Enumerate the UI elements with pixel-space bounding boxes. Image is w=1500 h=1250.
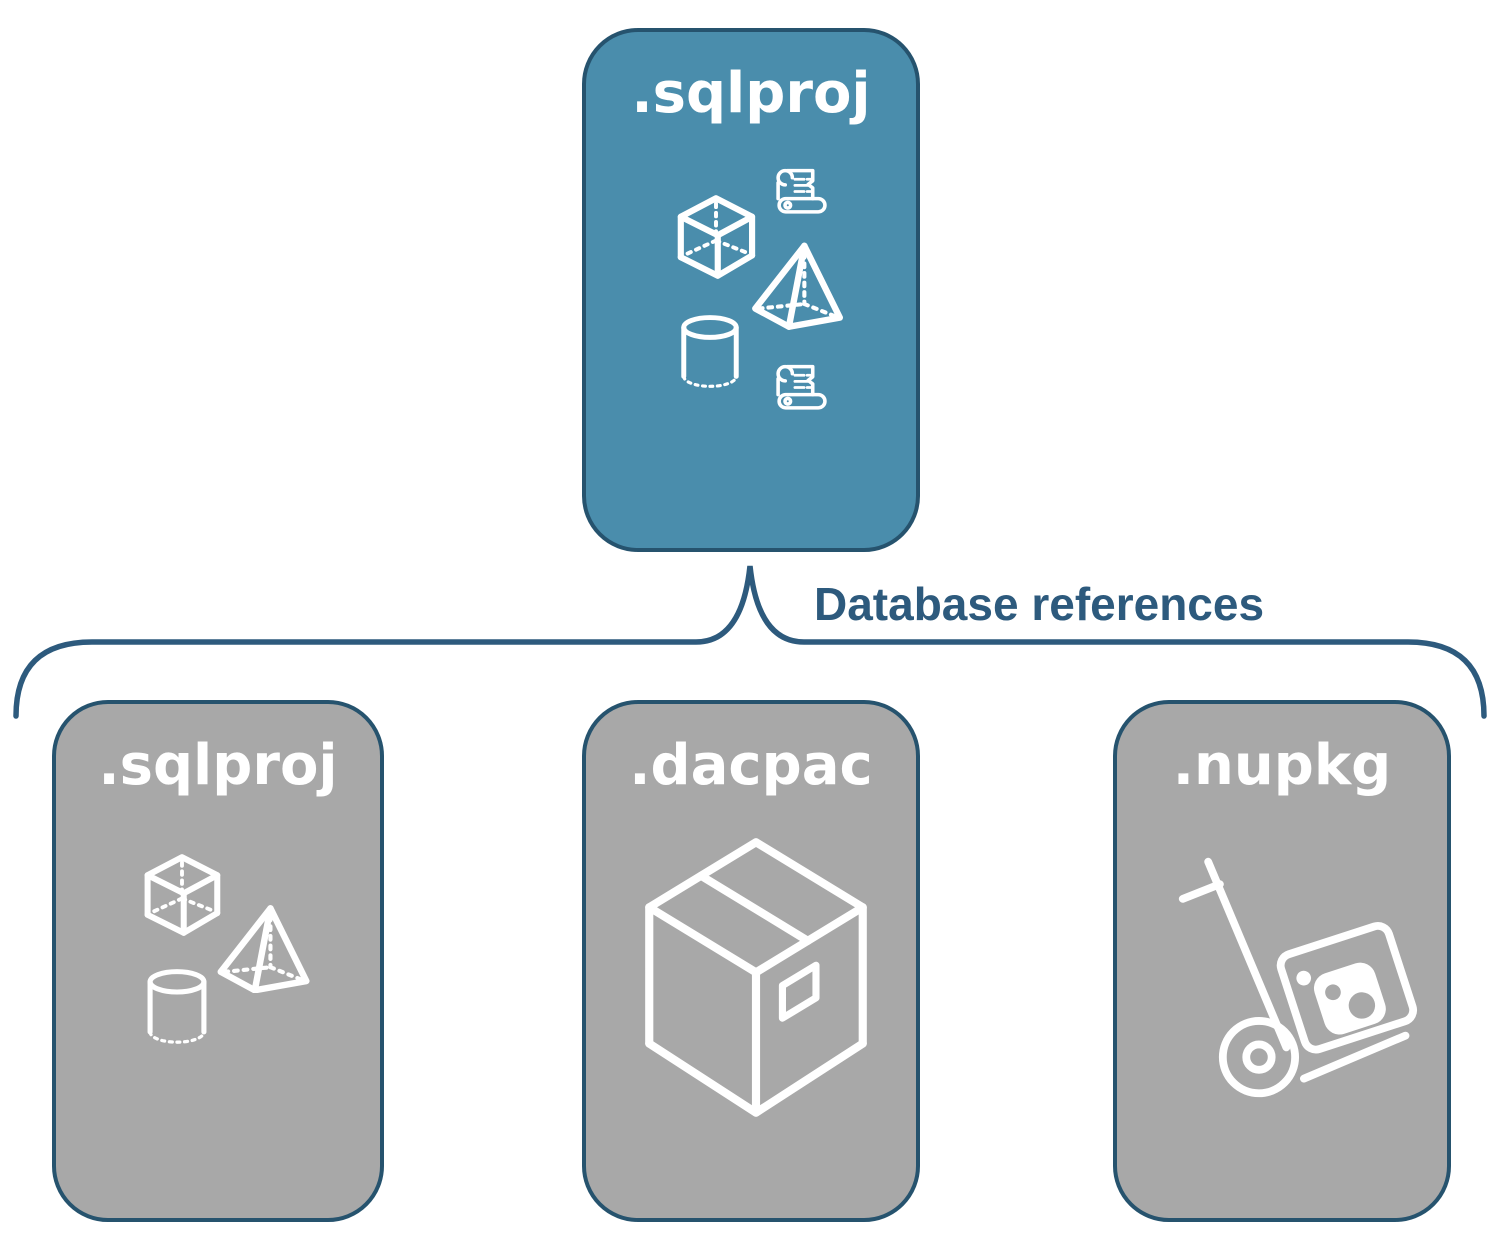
child-box-nupkg: .nupkg (1113, 700, 1451, 1222)
root-box-sqlproj: .sqlproj (582, 28, 920, 552)
connector-label: Database references (814, 578, 1265, 630)
nuget-logo (1296, 962, 1386, 1035)
cylinder-icon (147, 969, 207, 1044)
pyramid-icon (217, 905, 310, 993)
child-box-sqlproj: .sqlproj (52, 700, 384, 1222)
pyramid-icon (752, 242, 843, 330)
child-box-label: .sqlproj (98, 733, 338, 798)
cube-icon (677, 195, 756, 279)
child-box-label: .nupkg (1172, 733, 1392, 798)
root-box-label: .sqlproj (631, 61, 871, 126)
package-box-icon (645, 838, 867, 1117)
nuget-hand-truck-icon (1178, 857, 1418, 1098)
child-box-label: .dacpac (629, 733, 873, 798)
child-box-dacpac: .dacpac (582, 700, 920, 1222)
cube-icon (144, 854, 221, 936)
scroll-icon (776, 168, 827, 214)
scroll-icon (776, 364, 827, 410)
cylinder-icon (681, 315, 739, 388)
